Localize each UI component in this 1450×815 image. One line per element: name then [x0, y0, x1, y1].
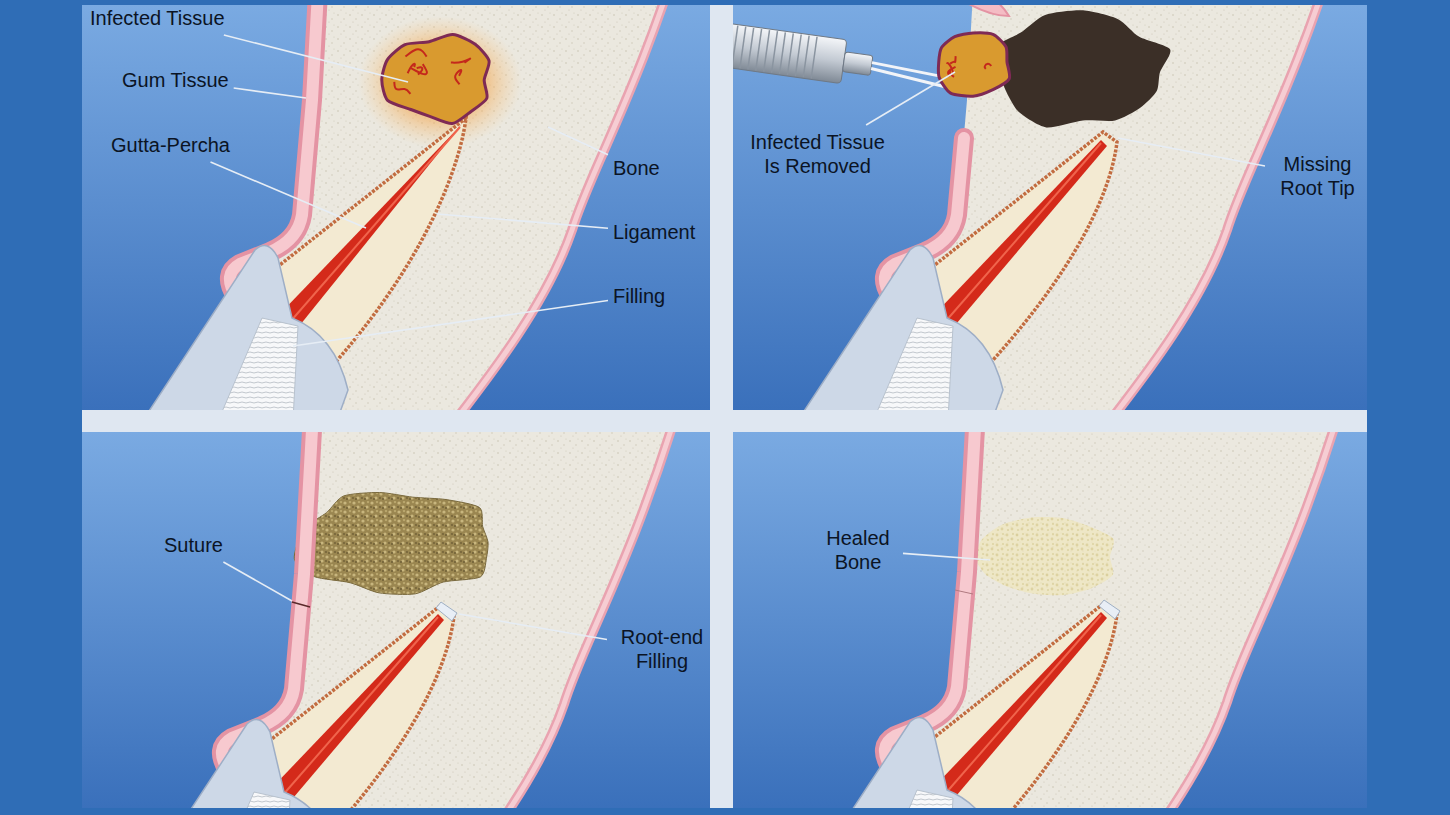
- healed-bone: [975, 517, 1114, 595]
- root-end-filling: [1099, 600, 1120, 619]
- infection-vein: [417, 67, 423, 74]
- leader-line: [548, 127, 608, 155]
- bone-cavity: [992, 10, 1171, 127]
- tooth-scene: [733, 5, 1345, 410]
- leader-line: [293, 300, 608, 346]
- tooth-crown: [122, 720, 340, 809]
- leader-line: [211, 162, 366, 228]
- part-label: Infected Tissue Is Removed: [745, 130, 890, 178]
- part-label: Infected Tissue: [90, 6, 225, 30]
- leader-line: [459, 614, 607, 640]
- periosteum: [432, 432, 682, 808]
- infection-vein: [394, 82, 410, 94]
- leader-line: [1118, 138, 1265, 166]
- instrument-ring: [787, 33, 793, 75]
- tooth-scene: [130, 5, 690, 410]
- part-label: Missing Root Tip: [1270, 152, 1365, 200]
- gutta-percha-highlight: [290, 127, 460, 322]
- part-label: Filling: [613, 284, 665, 308]
- instrument-ring: [748, 28, 754, 70]
- crown-filling: [865, 790, 953, 808]
- infection-vein: [408, 64, 415, 73]
- panel: [733, 5, 1367, 410]
- healed-incision: [955, 590, 973, 594]
- infection-vein: [411, 64, 427, 74]
- tooth-crown: [785, 246, 1003, 411]
- leader-line: [437, 214, 608, 228]
- leader-line: [223, 562, 292, 601]
- instrument-ring: [756, 29, 762, 71]
- bone-texture: [885, 432, 1345, 808]
- periosteum: [1095, 432, 1345, 808]
- tooth-crown: [785, 718, 1003, 809]
- instrument-ring: [811, 37, 817, 79]
- infection-vein: [950, 56, 955, 63]
- instrument-ring: [740, 27, 746, 69]
- instrument-ring: [764, 30, 770, 72]
- part-label: Healed Bone: [818, 526, 898, 574]
- panel: [82, 5, 710, 410]
- leader-line: [234, 88, 306, 98]
- crown-filling: [210, 318, 298, 410]
- part-label: Ligament: [613, 220, 695, 244]
- infection-vein: [985, 64, 992, 69]
- gutta-percha: [931, 140, 1107, 330]
- part-label: Bone: [613, 156, 660, 180]
- instrument-ring: [795, 35, 801, 77]
- surgical-instrument: [733, 23, 964, 100]
- instrument-ring: [803, 36, 809, 78]
- part-label: Gum Tissue: [122, 68, 229, 92]
- instrument-body: [733, 23, 847, 83]
- gutta-percha: [268, 614, 444, 804]
- removed-tissue: [938, 33, 1009, 96]
- periosteum: [432, 432, 682, 808]
- instrument-ring: [780, 32, 786, 74]
- infection-vein: [947, 63, 953, 74]
- suture: [292, 602, 310, 607]
- tooth-scene: [122, 432, 682, 808]
- tooth-crown: [130, 246, 348, 411]
- infection-vein: [455, 70, 461, 84]
- gutta-percha-highlight: [945, 615, 1101, 794]
- leader-line: [866, 72, 955, 125]
- gutta-percha-highlight: [945, 143, 1101, 322]
- periosteum: [1095, 5, 1345, 410]
- leader-line: [903, 553, 990, 560]
- infection-vein: [405, 49, 426, 56]
- bone-texture: [222, 432, 682, 808]
- bone-graft: [294, 492, 488, 594]
- gutta-percha-highlight: [282, 617, 438, 796]
- periosteum: [1095, 432, 1345, 808]
- tooth-scene: [785, 432, 1345, 808]
- crown-filling: [865, 318, 953, 410]
- panel: [733, 432, 1367, 808]
- gutta-percha: [931, 612, 1107, 802]
- part-label: Root-end Filling: [612, 625, 712, 673]
- divider: [710, 5, 733, 808]
- infection-halo: [358, 16, 522, 148]
- part-label: Gutta-Percha: [111, 133, 230, 157]
- crown-filling: [202, 792, 290, 808]
- panel: [82, 432, 710, 808]
- instrument-ring: [733, 26, 738, 68]
- gum-flap: [969, 5, 1009, 16]
- instrument-tip: [842, 52, 873, 76]
- gutta-percha: [276, 124, 462, 330]
- bone: [222, 432, 682, 808]
- bone: [885, 432, 1345, 808]
- root-end-filling: [436, 602, 457, 621]
- instrument-ring: [772, 31, 778, 73]
- periosteum: [1095, 5, 1345, 410]
- leader-line: [224, 35, 408, 82]
- part-label: Suture: [164, 533, 223, 557]
- infection-vein: [451, 59, 470, 63]
